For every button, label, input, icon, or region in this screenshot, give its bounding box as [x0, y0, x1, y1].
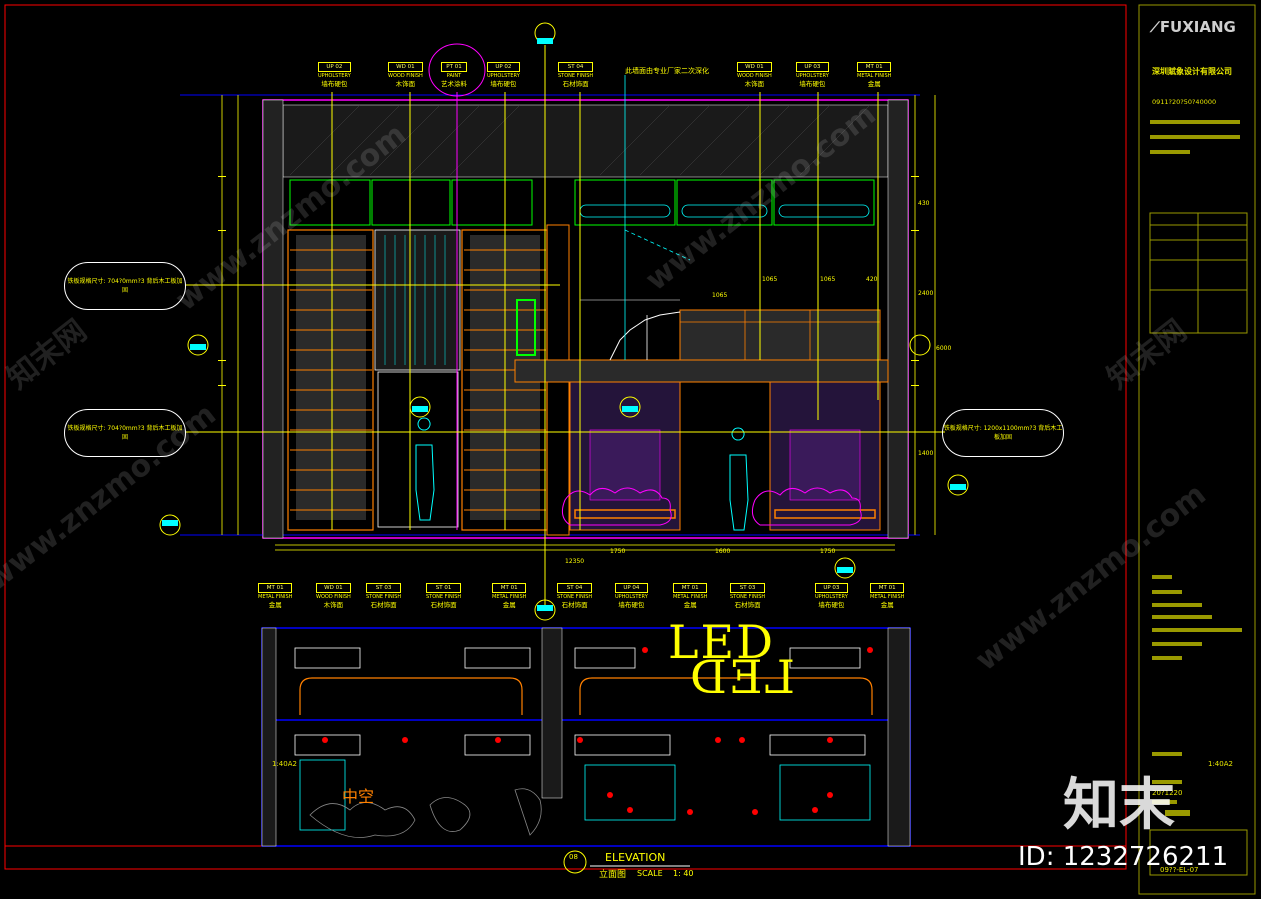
dim-mezz-1: 1065 — [762, 276, 778, 283]
dim-mezz-2: 1065 — [820, 276, 836, 283]
dim-mezz-3: 1065 — [712, 292, 728, 299]
highlight-ellipse — [428, 43, 486, 97]
drawing-title-cn: 立面图 — [599, 870, 627, 880]
dim-right-2: 2400 — [918, 290, 934, 297]
section-marker-top — [159, 22, 969, 874]
led-sign-text: LED — [668, 615, 776, 669]
brand-mark-icon: ⟋ — [1150, 20, 1160, 36]
watermark-logo: 知末 — [1063, 773, 1175, 838]
company-name: 深圳賦象设计有限公司 — [1152, 67, 1232, 76]
callout-steel-plate-lower: 铁板规格尺寸: 704?0mm?3 背后木工板加固 — [64, 409, 186, 457]
led-sign-text-mirrored: LED — [688, 650, 796, 704]
sheet-ref: 09??-EL-07 — [1160, 866, 1199, 874]
void-label: 中空 — [342, 787, 375, 806]
plan-outline — [261, 627, 911, 847]
dim-right-total: 6000 — [936, 345, 952, 352]
dim-bottom-1: 1750 — [610, 548, 626, 555]
drawing-title-en: ELEVATION — [605, 851, 666, 864]
brand-logo: ⟋FUXIANG — [1150, 18, 1236, 36]
drawing-border — [4, 4, 1127, 870]
title-block-frame — [1138, 4, 1256, 895]
secondary-design-note: 此墙面由专业厂家二次深化 — [625, 67, 709, 75]
plan-scale-label: 1:40A2 — [272, 760, 297, 768]
drawing-number: 20?1220 — [1152, 789, 1183, 797]
dim-right-1: 430 — [918, 200, 930, 207]
human-figure-right — [729, 427, 749, 531]
plant-cloud-right — [751, 487, 862, 526]
drawing-scale-label: SCALE — [637, 869, 663, 878]
marker-number: 08 — [569, 853, 578, 861]
drawing-scale-value: 1: 40 — [673, 869, 694, 878]
callout-steel-plate-upper: 铁板规格尺寸: 704?0mm?3 背后木工板加固 — [64, 262, 186, 310]
dim-bottom-total: 12350 — [565, 558, 585, 565]
callout-steel-plate-right: 铁板规格尺寸: 1200x1100mm?3 背后木工板加固 — [942, 409, 1064, 457]
sheet-code: 0911?20?50?40000 — [1152, 98, 1217, 106]
human-figure-left — [415, 417, 435, 521]
dim-bottom-2: 1600 — [715, 548, 731, 555]
dim-mezz-4: 420 — [866, 276, 878, 283]
plant-cloud-left — [561, 487, 672, 526]
dim-right-3: 1400 — [918, 450, 934, 457]
scale-value: 1:40A2 — [1208, 760, 1233, 768]
watermark-id: ID: 1232726211 — [1018, 842, 1229, 872]
dim-bottom-3: 1750 — [820, 548, 836, 555]
